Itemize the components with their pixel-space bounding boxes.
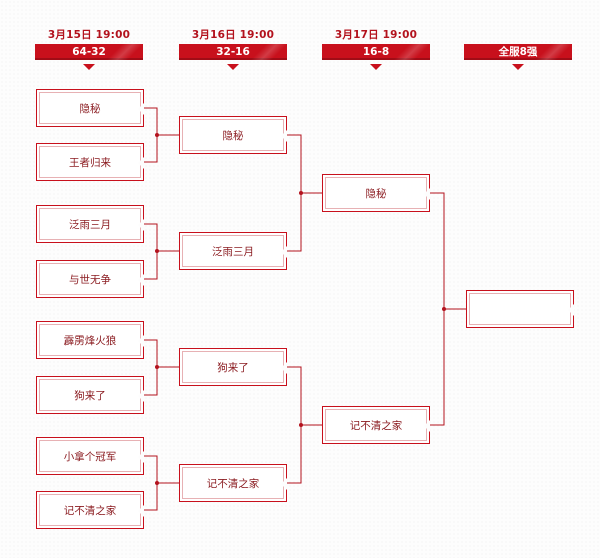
r2-team-1[interactable]: 隐秘 bbox=[179, 116, 287, 154]
team-label: 泛雨三月 bbox=[212, 245, 254, 258]
team-label: 隐秘 bbox=[222, 129, 244, 142]
team-label: 狗来了 bbox=[217, 361, 249, 374]
round-3-arrow bbox=[370, 64, 382, 70]
team-label: 隐秘 bbox=[79, 102, 101, 115]
team-label: 与世无争 bbox=[69, 273, 111, 286]
round-4-stage: 全服8强 bbox=[464, 44, 572, 60]
team-label: 记不清之家 bbox=[349, 419, 403, 432]
round-1-arrow bbox=[83, 64, 95, 70]
r1-team-7[interactable]: 小拿个冠军 bbox=[36, 437, 144, 475]
team-label: 泛雨三月 bbox=[69, 218, 111, 231]
team-label: 隐秘 bbox=[365, 187, 387, 200]
round-2-date: 3月16日 19:00 bbox=[191, 29, 275, 41]
r2-team-2[interactable]: 泛雨三月 bbox=[179, 232, 287, 270]
round-3-date: 3月17日 19:00 bbox=[334, 29, 418, 41]
r1-team-2[interactable]: 王者归来 bbox=[36, 143, 144, 181]
r1-team-5[interactable]: 霹雳烽火狼 bbox=[36, 321, 144, 359]
team-label: 记不清之家 bbox=[63, 504, 117, 517]
round-4-arrow bbox=[512, 64, 524, 70]
final-slot[interactable] bbox=[466, 290, 574, 328]
r1-team-1[interactable]: 隐秘 bbox=[36, 89, 144, 127]
r1-team-6[interactable]: 狗来了 bbox=[36, 376, 144, 414]
r3-team-1[interactable]: 隐秘 bbox=[322, 174, 430, 212]
team-label: 记不清之家 bbox=[206, 477, 260, 490]
r2-team-3[interactable]: 狗来了 bbox=[179, 348, 287, 386]
round-1-date: 3月15日 19:00 bbox=[47, 29, 131, 41]
r2-team-4[interactable]: 记不清之家 bbox=[179, 464, 287, 502]
r1-team-8[interactable]: 记不清之家 bbox=[36, 491, 144, 529]
team-label: 狗来了 bbox=[74, 389, 106, 402]
team-label: 霹雳烽火狼 bbox=[63, 334, 117, 347]
round-3-stage: 16-8 bbox=[322, 44, 430, 60]
team-label: 小拿个冠军 bbox=[63, 450, 117, 463]
round-2-stage: 32-16 bbox=[179, 44, 287, 60]
team-label: 王者归来 bbox=[69, 156, 111, 169]
round-2-arrow bbox=[227, 64, 239, 70]
r1-team-4[interactable]: 与世无争 bbox=[36, 260, 144, 298]
round-1-stage: 64-32 bbox=[35, 44, 143, 60]
r1-team-3[interactable]: 泛雨三月 bbox=[36, 205, 144, 243]
r3-team-2[interactable]: 记不清之家 bbox=[322, 406, 430, 444]
